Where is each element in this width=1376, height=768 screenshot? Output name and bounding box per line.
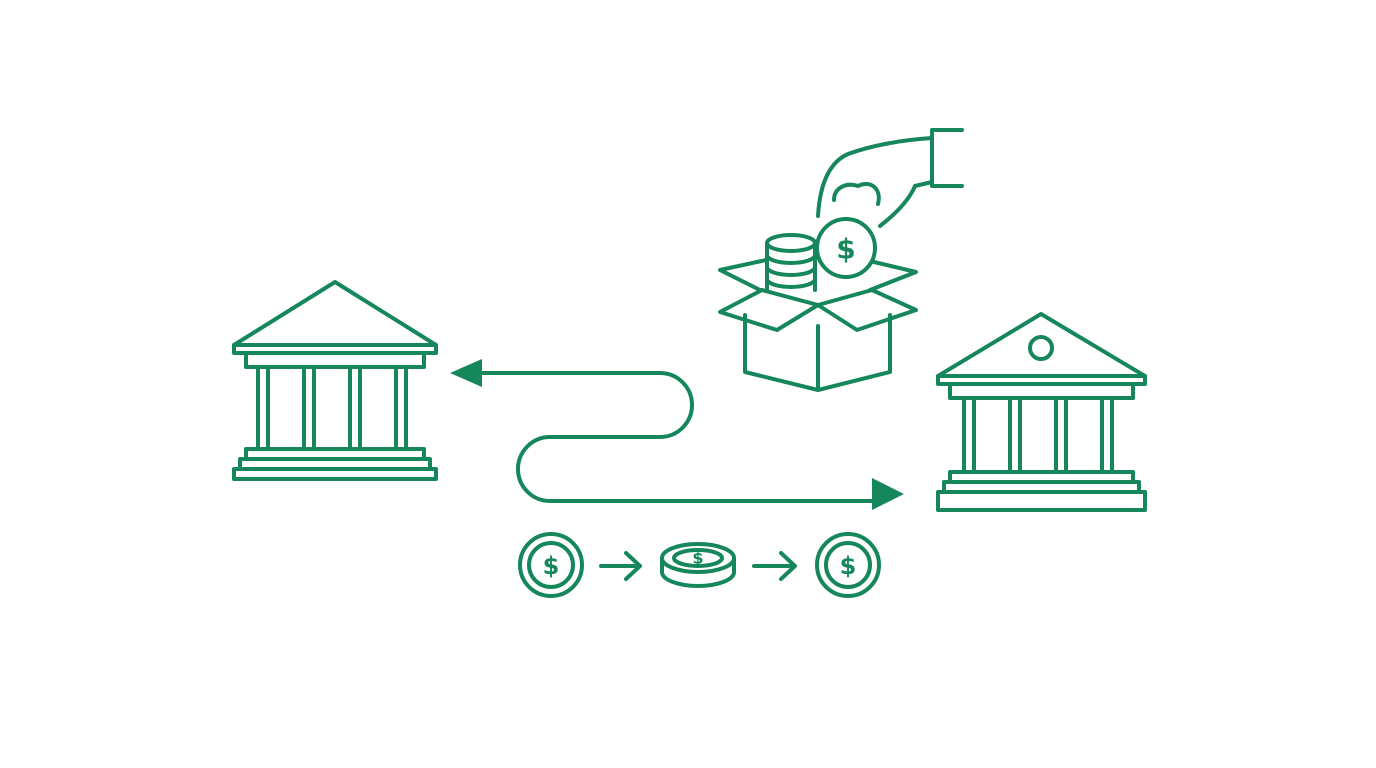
arrow-right-icon: [599, 551, 642, 581]
hand-icon: [816, 128, 964, 228]
bank-left-icon: [232, 280, 438, 481]
open-box-icon: [718, 258, 918, 392]
flow-arrow-icon: [450, 359, 904, 510]
dollar-glyph: $: [836, 233, 855, 266]
coin-icon: $: [815, 532, 881, 598]
bank-emblem-icon: [1028, 335, 1054, 361]
arrowhead-left: [450, 359, 482, 387]
bank-right-icon: [936, 312, 1147, 512]
coin-icon: $: [518, 532, 584, 598]
bank-right-columns: [958, 396, 1118, 474]
arrow-right-icon: [752, 551, 797, 581]
coin-sequence: $ $ $: [518, 532, 881, 598]
coin-tilted-icon: $: [660, 542, 736, 588]
arrowhead-right: [872, 478, 904, 510]
coin-stack-icon: [765, 233, 817, 292]
svg-text:$: $: [692, 549, 703, 568]
svg-text:$: $: [840, 552, 857, 580]
coin-in-hand-icon: $: [815, 217, 877, 279]
svg-text:$: $: [543, 552, 560, 580]
bank-left-columns: [252, 365, 412, 451]
